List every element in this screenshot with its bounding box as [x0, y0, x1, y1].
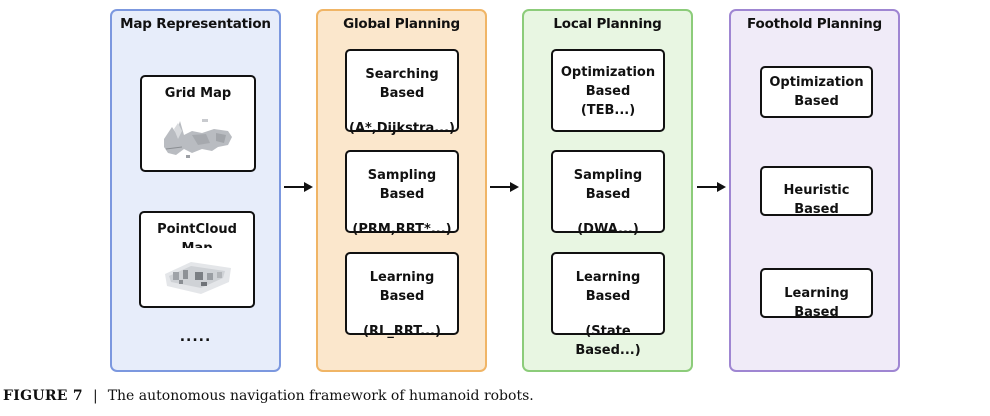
learning-based-card: Learning Based (State Based...)	[551, 252, 665, 358]
grid-map-label: Grid Map	[164, 86, 232, 101]
heuristic-based-card: Heuristic Based	[760, 166, 873, 217]
method-examples: (RL_RRT...)	[363, 324, 441, 339]
optimization-based-card: Optimization Based (TEB...)	[551, 49, 665, 132]
figure-caption: FIGURE 7 | The autonomous navigation frame…	[3, 388, 534, 404]
panel-title: Local Planning	[553, 16, 662, 32]
foothold-planning-panel: Foothold Planning Optimization Based Heu…	[729, 9, 900, 372]
local-planning-panel: Local Planning Optimization Based (TEB..…	[522, 9, 693, 372]
panel-title: Foothold Planning	[747, 16, 882, 32]
optimization-based-card: Optimization Based	[760, 66, 873, 118]
method-name-line1: Optimization	[769, 75, 864, 90]
method-name: Sampling Based	[367, 168, 437, 202]
method-name: Searching Based	[365, 67, 439, 101]
learning-based-card: Learning Based	[760, 268, 873, 320]
panel-title: Global Planning	[343, 16, 460, 32]
arrow-right-icon	[697, 182, 726, 192]
arrow-right-icon	[284, 182, 313, 192]
grid-map-card: Grid Map	[140, 75, 256, 172]
method-examples: (A*,Dijkstra...)	[349, 121, 455, 136]
map-representation-panel: Map Representation Grid Map PointCloud M…	[110, 9, 281, 372]
sampling-based-card: Sampling Based (PRM,RRT*...)	[345, 150, 459, 237]
method-name-line1: Optimization	[560, 65, 656, 80]
method-name: Sampling Based	[573, 168, 643, 202]
figure-label: FIGURE 7	[3, 388, 83, 404]
caption-separator: |	[92, 388, 98, 404]
pointcloud-map-card: PointCloud Map	[139, 211, 255, 308]
method-name: Heuristic Based	[783, 183, 850, 217]
method-name: Learning Based	[369, 270, 435, 304]
global-planning-panel: Global Planning Searching Based (A*,Dijk…	[316, 9, 487, 372]
more-maps-ellipsis: .....	[179, 329, 212, 345]
grid-map-image	[162, 109, 234, 162]
method-examples: (PRM,RRT*...)	[352, 222, 452, 237]
learning-based-card: Learning Based (RL_RRT...)	[345, 252, 459, 339]
pointcloud-map-image	[161, 248, 233, 301]
method-name-line2: Based	[794, 94, 839, 109]
sampling-based-card: Sampling Based (DWA...)	[551, 150, 665, 237]
panel-title: Map Representation	[120, 16, 271, 32]
method-examples: (TEB...)	[580, 103, 636, 118]
method-examples: (DWA...)	[577, 222, 639, 237]
caption-text: The autonomous navigation framework of h…	[107, 388, 534, 404]
arrow-right-icon	[490, 182, 519, 192]
method-name: Learning Based	[784, 286, 849, 320]
method-name: Learning Based	[575, 270, 641, 304]
searching-based-card: Searching Based (A*,Dijkstra...)	[345, 49, 459, 136]
method-name-line2: Based	[585, 84, 631, 99]
method-examples: (State Based...)	[575, 324, 641, 358]
